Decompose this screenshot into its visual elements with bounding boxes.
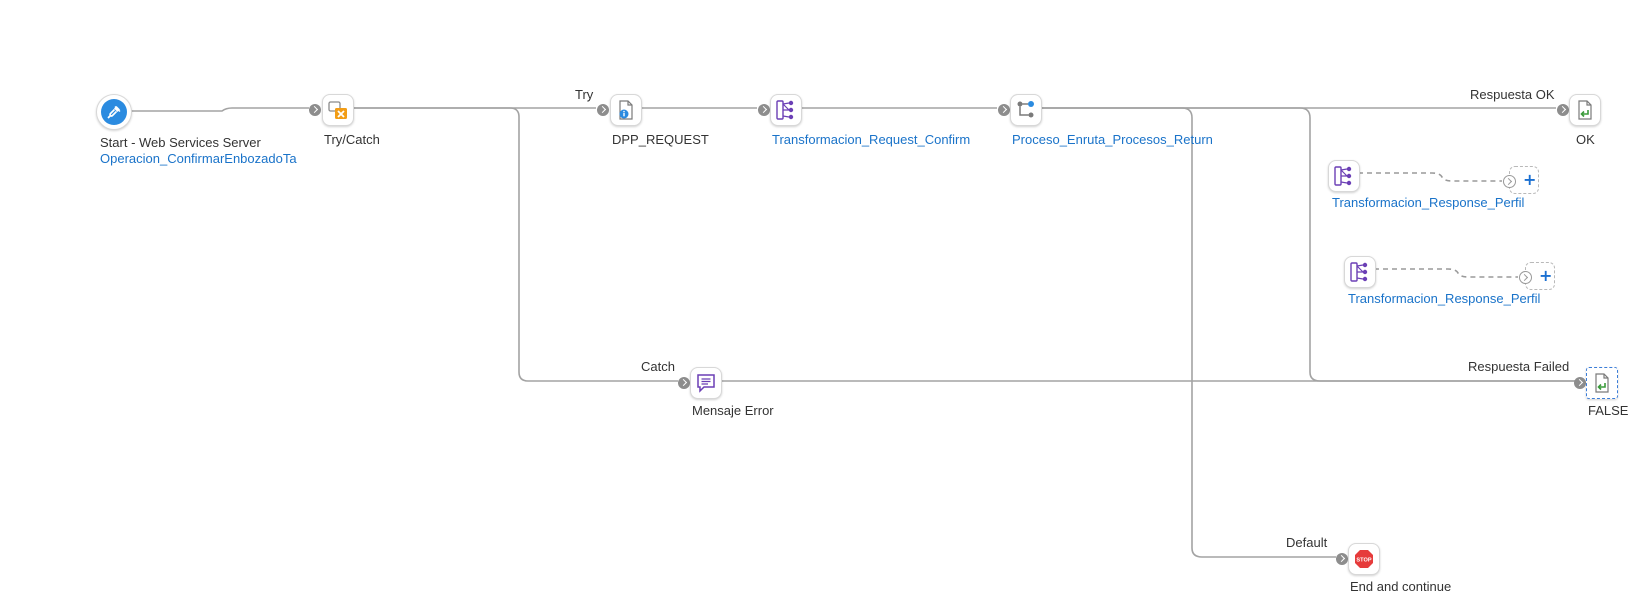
try-catch-icon (328, 101, 347, 119)
trycatch-input-connector[interactable] (309, 104, 321, 116)
end-continue-shape[interactable]: STOP (1348, 543, 1380, 575)
start-title: Start - Web Services Server (100, 135, 261, 150)
proceso-enruta-shape[interactable] (1010, 94, 1042, 126)
unconnected-connector-1[interactable] (1503, 175, 1516, 188)
return-ok-label: OK (1576, 132, 1595, 147)
mensaje-error-label: Mensaje Error (692, 403, 774, 418)
map-icon (1334, 166, 1352, 186)
svg-text:STOP: STOP (1356, 557, 1371, 563)
start-operation-link[interactable]: Operacion_ConfirmarEnbozadoTa (100, 151, 297, 166)
stop-icon: STOP (1355, 550, 1373, 568)
document-properties-icon (619, 100, 633, 120)
proceso-enruta-link[interactable]: Proceso_Enruta_Procesos_Return (1012, 132, 1212, 147)
branch-label-respuesta-ok: Respuesta OK (1470, 87, 1555, 102)
plus-icon: + (1523, 170, 1537, 189)
return-false-shape[interactable] (1586, 367, 1618, 399)
trycatch-label: Try/Catch (324, 132, 380, 147)
transform-response-1-shape[interactable] (1328, 160, 1360, 192)
trycatch-shape[interactable] (322, 94, 354, 126)
mensaje-error-input-connector[interactable] (678, 377, 690, 389)
transform-request-shape[interactable] (770, 94, 802, 126)
wire-respuesta-failed (1037, 107, 1577, 382)
branch-label-default: Default (1286, 535, 1328, 550)
transform-request-link[interactable]: Transformacion_Request_Confirm (772, 132, 971, 147)
dpp-request-shape[interactable] (610, 94, 642, 126)
end-continue-label: End and continue (1350, 579, 1452, 594)
wire-default (1037, 107, 1336, 558)
transform-response-2-link[interactable]: Transformacion_Response_Perfil (1348, 291, 1541, 306)
dpp-input-connector[interactable] (597, 104, 609, 116)
wire-dashed-2 (1374, 268, 1518, 278)
end-input-connector[interactable] (1336, 553, 1348, 565)
wire-dashed-1 (1358, 172, 1502, 182)
return-ok-shape[interactable] (1569, 94, 1601, 126)
dpp-request-label: DPP_REQUEST (612, 132, 709, 147)
add-shape-slot-2[interactable]: + (1525, 262, 1555, 290)
transform-response-1-link[interactable]: Transformacion_Response_Perfil (1332, 195, 1525, 210)
message-icon (697, 374, 715, 393)
branch-label-respuesta-failed: Respuesta Failed (1468, 359, 1570, 374)
map-icon (1350, 262, 1368, 282)
unconnected-connector-2[interactable] (1519, 271, 1532, 284)
map-icon (776, 100, 794, 120)
branch-label-catch: Catch (641, 359, 675, 374)
return-documents-icon (1578, 100, 1592, 120)
proceso-input-connector[interactable] (998, 104, 1010, 116)
ok-input-connector[interactable] (1557, 104, 1569, 116)
process-route-icon (1017, 101, 1034, 118)
plus-icon: + (1539, 266, 1553, 285)
false-input-connector[interactable] (1574, 377, 1586, 389)
start-shape[interactable] (96, 94, 132, 130)
transform-response-2-shape[interactable] (1344, 256, 1376, 288)
wire-start-trycatch (129, 107, 309, 112)
branch-label-try: Try (575, 87, 594, 102)
mensaje-error-shape[interactable] (690, 367, 722, 399)
transform-request-input-connector[interactable] (758, 104, 770, 116)
wire-catch (353, 107, 678, 382)
plug-icon (101, 99, 127, 125)
return-false-label: FALSE (1588, 403, 1628, 418)
return-documents-icon (1595, 373, 1609, 393)
